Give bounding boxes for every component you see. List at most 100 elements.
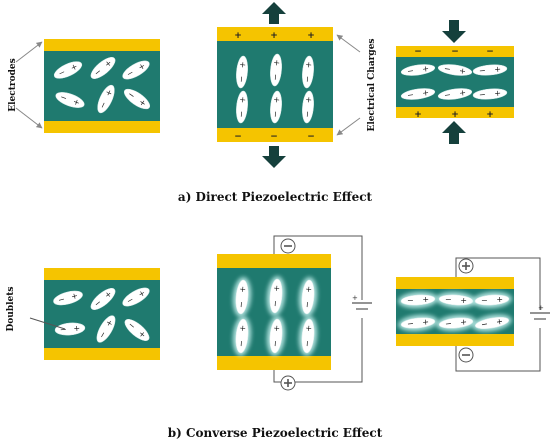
minus-sign: − <box>237 75 247 82</box>
dipole: +− <box>124 319 150 341</box>
plus-sign: + <box>304 286 314 293</box>
tension-up-arrow-icon <box>262 2 286 24</box>
bottom-electrode <box>396 334 514 346</box>
minus-sign: − <box>407 319 415 329</box>
bottom-electrode <box>217 356 331 370</box>
dipole: +− <box>400 88 436 100</box>
minus-sign: − <box>479 66 486 76</box>
minus-sign: − <box>237 340 247 347</box>
positive-charge: + <box>414 110 422 120</box>
negative-charge: − <box>234 132 242 142</box>
direct-tension-panel: +−+−+−+−+−+− +++−−− <box>217 2 333 168</box>
dipole: +− <box>97 84 115 114</box>
plus-sign: + <box>238 286 248 293</box>
plus-sign: + <box>494 89 501 99</box>
negative-terminal-icon <box>458 347 474 363</box>
dipole: +− <box>472 291 512 309</box>
plus-sign: + <box>272 285 282 292</box>
minus-sign: − <box>271 340 281 347</box>
dipole: +− <box>298 277 318 317</box>
plus-sign: + <box>459 88 467 98</box>
dipole: +− <box>90 57 116 79</box>
minus-sign: − <box>126 90 137 101</box>
dipole: +− <box>298 316 318 356</box>
negative-terminal-icon <box>280 238 296 254</box>
plus-sign: + <box>238 325 248 332</box>
plus-sign: + <box>103 88 114 98</box>
minus-sign: − <box>60 325 67 335</box>
dipole: +− <box>436 314 476 332</box>
converse-neutral-panel: +−+−+−+−+−+− <box>44 268 160 360</box>
minus-sign: − <box>271 73 281 80</box>
dipole: +− <box>236 55 248 89</box>
minus-sign: − <box>98 100 109 110</box>
plus-sign: + <box>103 58 114 69</box>
minus-sign: − <box>303 340 313 347</box>
positive-charge: + <box>486 110 494 120</box>
dipole: +− <box>54 322 86 336</box>
plus-sign: + <box>422 88 430 98</box>
negative-charge: − <box>451 47 459 57</box>
negative-charge: − <box>486 47 494 57</box>
wire <box>455 257 541 310</box>
plus-sign: + <box>459 66 467 76</box>
minus-sign: − <box>92 67 103 78</box>
dipole: +− <box>236 90 248 124</box>
minus-sign: − <box>57 67 67 78</box>
compression-up-arrow-icon <box>442 121 466 144</box>
plus-sign: + <box>495 317 503 327</box>
doublets-label: Doublets <box>6 286 16 332</box>
charges-pointer-bottom <box>336 117 361 136</box>
dipole: +− <box>302 55 314 89</box>
minus-sign: − <box>479 90 486 100</box>
plus-sign: + <box>460 296 467 305</box>
dipole: +− <box>90 288 116 310</box>
plus-sign: + <box>103 289 114 300</box>
dipole: +− <box>122 60 150 80</box>
direct-compression-panel: +−+−+−+−+−+− −−−+++ <box>396 20 514 144</box>
wire <box>455 328 541 372</box>
top-electrode <box>396 46 514 57</box>
top-electrode <box>44 39 160 51</box>
dipole: +− <box>472 314 512 332</box>
converse-effect-caption: b) Converse Piezoelectric Effect <box>167 426 383 440</box>
wire <box>273 235 363 300</box>
dipole: +− <box>266 276 286 316</box>
battery-icon: + <box>530 304 550 320</box>
electrical-charges-label: Electrical Charges <box>367 38 377 132</box>
minus-sign: − <box>126 320 137 331</box>
plus-sign: + <box>137 329 148 340</box>
top-electrode <box>217 27 333 41</box>
minus-sign: − <box>443 90 451 100</box>
electrode-pointer-bottom <box>15 107 43 129</box>
minus-sign: − <box>445 319 453 329</box>
minus-sign: − <box>303 301 313 308</box>
minus-sign: − <box>481 296 488 305</box>
minus-sign: − <box>406 90 414 100</box>
minus-sign: − <box>97 330 108 340</box>
electrode-pointer-top <box>15 41 43 63</box>
battery-icon: + <box>352 294 372 310</box>
plus-sign: + <box>494 65 501 75</box>
direct-neutral-panel: +−+−+−+−+−+− <box>44 39 160 133</box>
dipole: +− <box>437 64 473 76</box>
plus-sign: + <box>422 295 429 304</box>
plus-sign: + <box>137 61 147 72</box>
minus-sign: − <box>445 295 452 304</box>
minus-sign: − <box>407 296 414 305</box>
tension-down-arrow-icon <box>262 146 286 168</box>
negative-charge: − <box>414 47 422 57</box>
bottom-electrode <box>44 121 160 133</box>
bottom-electrode <box>44 348 160 360</box>
plus-sign: + <box>238 96 248 103</box>
plus-sign: + <box>69 62 79 73</box>
plus-sign: + <box>137 288 147 299</box>
plus-sign: + <box>70 291 79 301</box>
plus-sign: + <box>72 97 81 108</box>
plus-sign: + <box>304 325 314 332</box>
minus-sign: − <box>406 66 414 76</box>
compression-down-arrow-icon <box>442 20 466 43</box>
bottom-electrode <box>396 107 514 118</box>
plus-sign: + <box>272 325 282 332</box>
minus-sign: − <box>125 68 135 79</box>
